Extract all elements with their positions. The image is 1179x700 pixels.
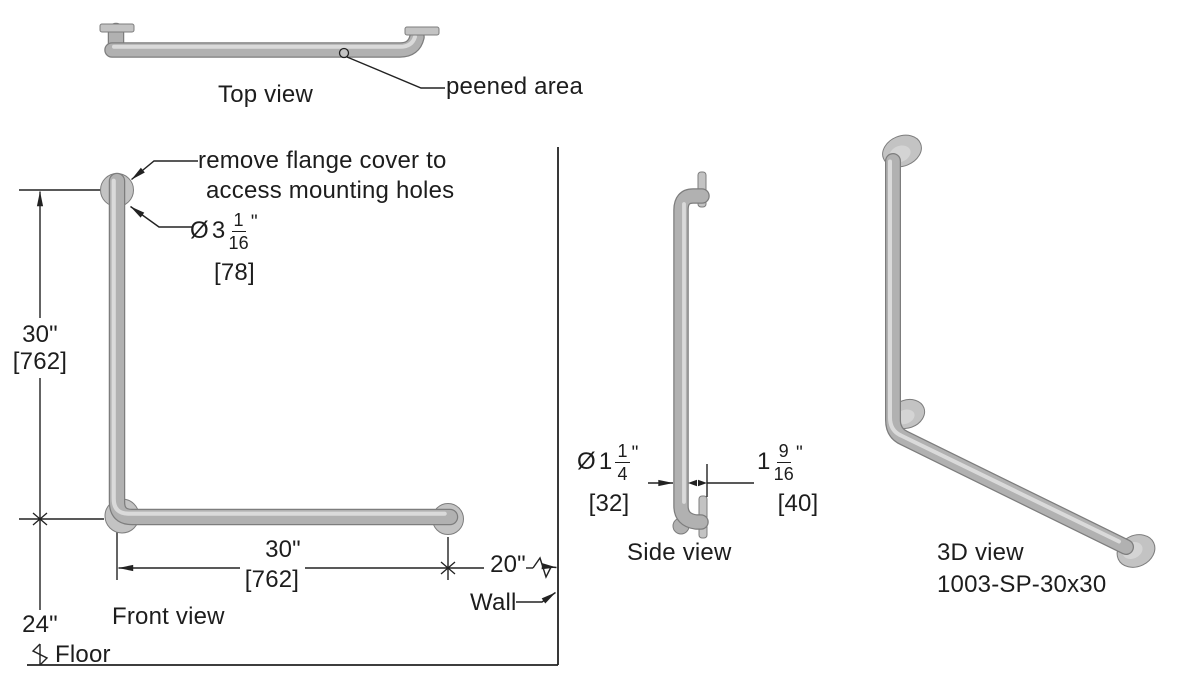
side-view-drawing <box>648 171 754 539</box>
top-view-label: Top view <box>218 81 313 108</box>
three-d-bar <box>885 153 1134 555</box>
front-view-note-line2: access mounting holes <box>206 177 455 204</box>
diameter-symbol: Ø <box>577 448 596 476</box>
note-leader-line-1 <box>131 160 198 181</box>
top-view-bar <box>99 22 440 58</box>
dimension-whole-number: 1 <box>757 448 771 476</box>
fraction-numerator: 1 <box>615 441 630 463</box>
length-dimension-inches: 30" <box>265 536 301 563</box>
dimension-whole-number: 1 <box>598 448 613 476</box>
height-dimension-inches: 30" <box>22 321 58 348</box>
wall-leader-line <box>516 591 556 604</box>
front-view-drawing <box>19 147 559 666</box>
flange-diameter-leader-line <box>130 205 192 228</box>
fraction-denominator: 16 <box>773 464 794 484</box>
flange-diameter-metric: [78] <box>214 259 255 286</box>
inch-mark: " <box>250 212 258 233</box>
fraction-denominator: 16 <box>228 233 249 253</box>
floor-label: Floor <box>55 641 111 668</box>
peened-area-label: peened area <box>446 73 583 100</box>
wall-label: Wall <box>470 589 517 616</box>
front-view-label: Front view <box>112 603 225 630</box>
tube-diameter-dimension: Ø 1 1 4 " <box>577 442 639 483</box>
wall-clearance-metric: [40] <box>777 490 819 517</box>
model-number-label: 1003-SP-30x30 <box>937 571 1107 598</box>
top-view-left-flange <box>99 23 135 33</box>
fraction-numerator: 1 <box>231 210 246 232</box>
tube-diameter-metric: [32] <box>588 490 630 517</box>
fraction-numerator: 9 <box>776 441 791 463</box>
dimension-fraction: 9 16 <box>774 442 794 483</box>
front-view-dimension-lines <box>19 189 557 666</box>
length-dimension-metric: [762] <box>244 566 300 593</box>
front-view-note-line1: remove flange cover to <box>198 147 447 174</box>
dimension-whole-number: 3 <box>211 217 226 245</box>
diameter-symbol: Ø <box>190 217 209 245</box>
front-view-bar <box>108 172 459 526</box>
floor-height-dimension: 24" <box>22 611 58 638</box>
wall-clearance-dimension: 1 9 16 " <box>757 442 803 483</box>
peened-area-leader-line <box>346 56 445 89</box>
dimension-fraction: 1 16 <box>228 211 248 252</box>
wall-offset-dimension: 20" <box>490 551 526 578</box>
side-view-dimension-lines <box>648 464 754 497</box>
three-d-view-drawing <box>882 134 1156 568</box>
peened-area-marker <box>338 47 350 59</box>
fraction-denominator: 4 <box>617 464 628 484</box>
dimension-fraction: 1 4 <box>615 441 630 484</box>
inch-mark: " <box>631 443 639 464</box>
side-view-label: Side view <box>627 539 732 566</box>
inch-mark: " <box>795 443 803 464</box>
height-dimension-metric: [762] <box>12 348 68 375</box>
top-view-drawing <box>99 22 445 89</box>
flange-diameter-dimension: Ø 3 1 16 " <box>190 211 258 252</box>
top-view-right-flange <box>404 26 440 36</box>
side-view-bar <box>673 188 710 530</box>
three-d-view-label: 3D view <box>937 539 1024 566</box>
